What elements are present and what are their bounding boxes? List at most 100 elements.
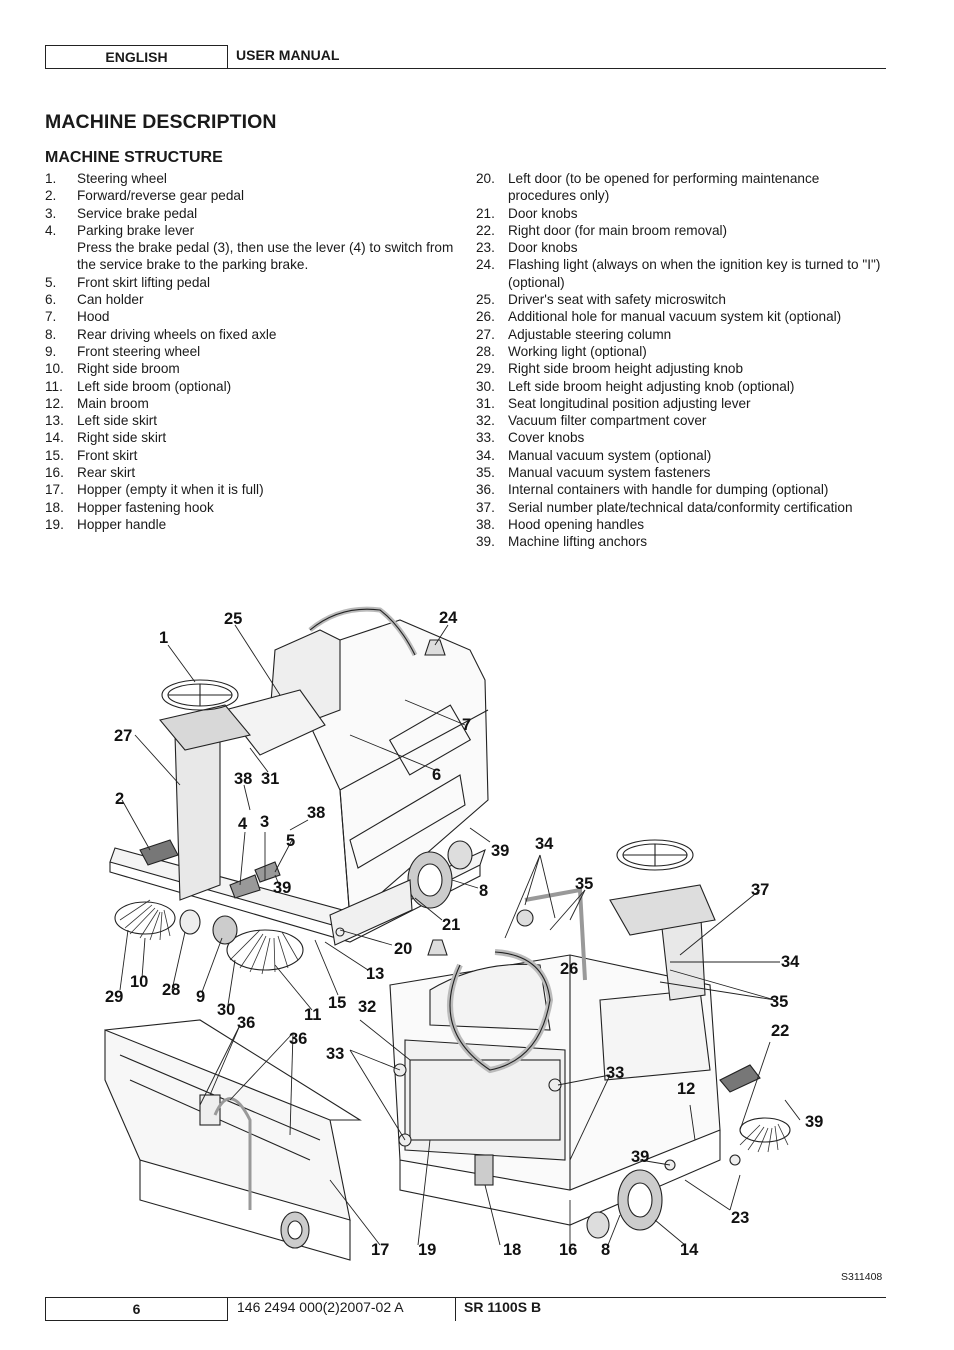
callout-27: 27 [114,727,133,745]
callout-34-top: 34 [535,835,554,853]
list-item: 27.Adjustable steering column [476,326,891,343]
list-item: 32.Vacuum filter compartment cover [476,412,891,429]
callout-33-left: 33 [326,1045,345,1063]
item-text: Left side broom (optional) [77,378,232,394]
item-number: 7. [45,309,57,325]
callout-14: 14 [680,1241,699,1259]
list-item: 18.Hopper fastening hook [45,499,455,516]
item-number: 9. [45,343,57,359]
item-number: 33. [476,430,495,446]
header-rule [228,68,886,69]
list-item: 8. Rear driving wheels on fixed axle [45,326,455,343]
list-item: 10.Right side broom [45,360,455,377]
item-text: Flashing light (always on when the ignit… [508,257,881,290]
list-item: 26.Additional hole for manual vacuum sys… [476,308,891,325]
item-text: Serial number plate/technical data/confo… [508,499,853,515]
item-text: Service brake pedal [77,205,198,221]
list-item: 17.Hopper (empty it when it is full) [45,481,455,498]
callout-30: 30 [217,1001,236,1019]
callout-7: 7 [462,716,472,734]
item-number: 16. [45,465,64,481]
callout-35-side: 35 [770,993,789,1011]
callout-29: 29 [105,988,124,1006]
list-item: 21.Door knobs [476,205,891,222]
callout-4: 4 [238,815,248,833]
list-item: 14.Right side skirt [45,429,455,446]
list-item: 7. Hood [45,308,455,325]
list-item: 30.Left side broom height adjusting knob… [476,378,891,395]
callout-28: 28 [162,981,181,999]
item-number: 13. [45,413,64,429]
list-item: 29.Right side broom height adjusting kno… [476,360,891,377]
callout-24: 24 [439,609,458,627]
item-text: Parking brake lever [77,222,195,238]
list-item: 16.Rear skirt [45,464,455,481]
item-number: 28. [476,343,495,359]
item-number: 2. [45,188,57,204]
item-text: Right side broom [77,361,180,377]
list-item: 11. Left side broom (optional) [45,378,455,395]
item-number: 20. [476,171,495,186]
callout-8-front: 8 [479,882,489,900]
language-label: ENGLISH [45,45,228,69]
item-number: 27. [476,326,495,342]
callout-10: 10 [130,973,149,991]
callout-19: 19 [418,1241,437,1259]
callout-6: 6 [432,766,442,784]
callout-38-front: 38 [234,770,253,788]
item-text: Driver's seat with safety microswitch [508,292,726,308]
item-number: 30. [476,378,495,394]
list-item: 5.Front skirt lifting pedal [45,274,455,291]
page-footer: 6 146 2494 000(2)2007-02 A SR 1100S B [45,1297,886,1321]
item-text: Press the brake pedal (3), then use the … [77,240,454,273]
item-number: 38. [476,516,495,532]
callout-36-a: 36 [237,1014,256,1032]
list-item: 15.Front skirt [45,447,455,464]
callout-31: 31 [261,770,280,788]
list-item: 6.Can holder [45,291,455,308]
list-item: 23.Door knobs [476,239,891,256]
callout-5: 5 [286,832,296,850]
item-number: 8. [45,326,57,342]
callout-9: 9 [196,988,206,1006]
manual-title: USER MANUAL [236,47,340,63]
list-item: 12.Main broom [45,395,455,412]
list-item: 36.Internal containers with handle for d… [476,481,891,498]
item-text: Manual vacuum system (optional) [508,447,712,463]
list-item: 1.Steering wheel [45,170,455,187]
item-text: Working light (optional) [508,343,647,359]
item-text: Door knobs [508,240,578,256]
callout-3: 3 [260,813,270,831]
page-number: 6 [45,1297,228,1321]
list-item: 35.Manual vacuum system fasteners [476,464,891,481]
list-item: 22.Right door (for main broom removal) [476,222,891,239]
list-item: Press the brake pedal (3), then use the … [45,239,455,274]
list-item: 13.Left side skirt [45,412,455,429]
callout-18: 18 [503,1241,522,1259]
item-number: 37. [476,499,495,515]
item-number: 11. [45,378,63,394]
item-text: Door knobs [508,205,578,221]
item-text: Hood [77,309,110,325]
item-text: Seat longitudinal position adjusting lev… [508,395,751,411]
item-number: 24. [476,257,495,273]
callout-2: 2 [115,790,125,808]
item-number: 14. [45,430,64,446]
item-number: 36. [476,482,495,498]
list-item: 25.Driver's seat with safety microswitch [476,291,891,308]
callout-15: 15 [328,994,347,1012]
item-text: Rear driving wheels on fixed axle [77,326,277,342]
item-number: 1. [45,171,57,186]
item-text: Hopper handle [77,516,167,532]
callout-37: 37 [751,881,770,899]
callout-38-side: 38 [307,804,326,822]
callout-36-b: 36 [289,1030,308,1048]
item-number: 39. [476,534,495,550]
machine-model: SR 1100S B [464,1299,542,1315]
callout-26: 26 [560,960,579,978]
figure-code: S311408 [841,1271,883,1283]
callout-8-rear: 8 [601,1241,611,1259]
item-number: 17. [45,482,64,498]
list-item: 39.Machine lifting anchors [476,533,891,550]
callout-13: 13 [366,965,385,983]
